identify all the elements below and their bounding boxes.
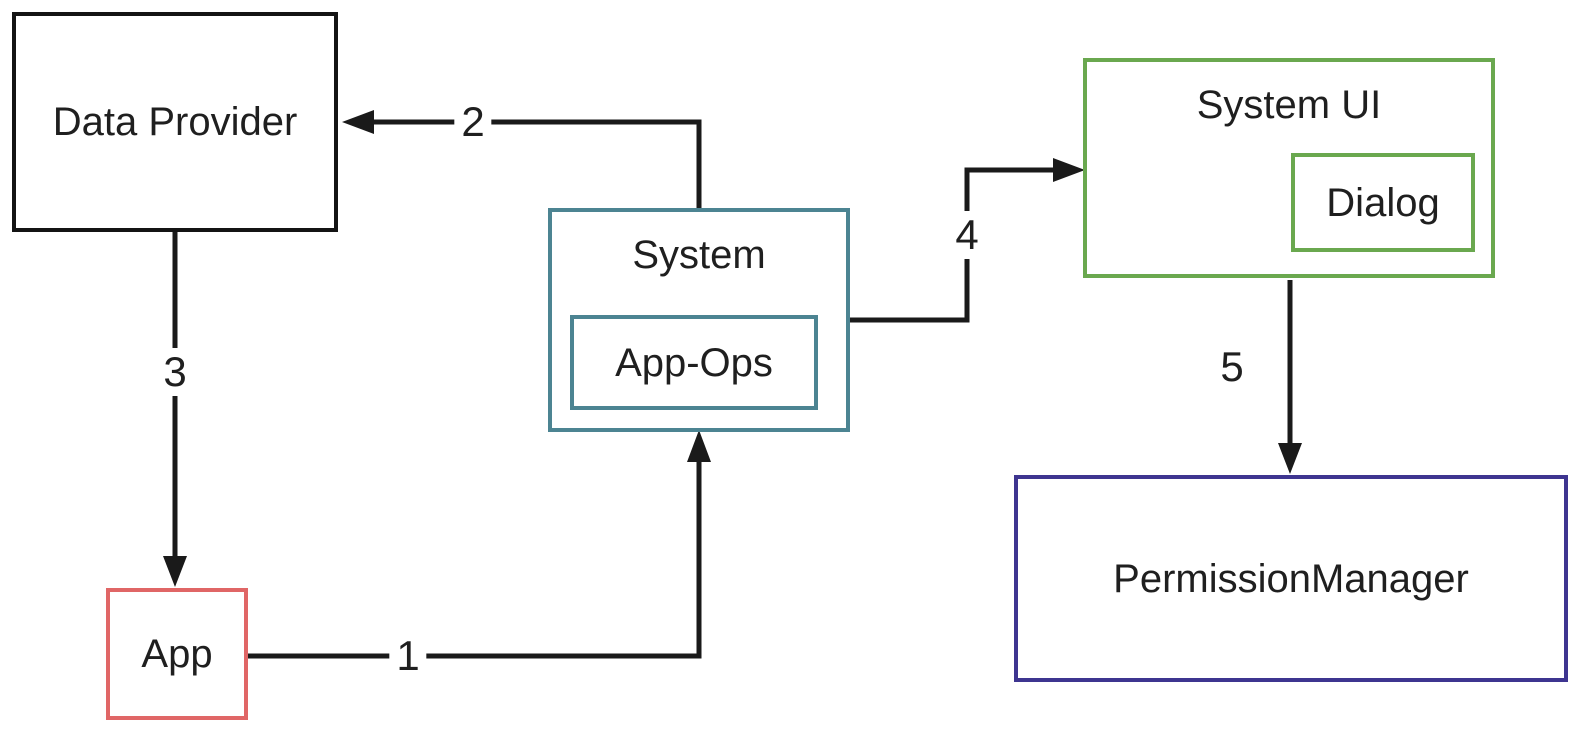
- edge-label-step2: 2: [454, 98, 492, 146]
- arrow-step5: [1278, 280, 1302, 474]
- node-data-provider: Data Provider: [12, 12, 338, 232]
- edge-label-step3: 3: [156, 348, 194, 396]
- node-permission-manager: PermissionManager: [1014, 475, 1568, 682]
- node-app-ops: App-Ops: [570, 315, 818, 410]
- arrow-step2: [342, 110, 702, 208]
- node-system-label: System: [632, 233, 766, 277]
- node-system: System App-Ops: [548, 208, 850, 432]
- arrow-step1: [248, 430, 711, 659]
- node-dialog: Dialog: [1291, 153, 1475, 252]
- node-system-ui-label: System UI: [1196, 83, 1382, 127]
- edge-label-step1: 1: [389, 632, 427, 680]
- node-system-ui: System UI Dialog: [1083, 58, 1495, 278]
- node-data-provider-label: Data Provider: [52, 100, 298, 144]
- node-dialog-label: Dialog: [1326, 180, 1440, 225]
- node-app-label: App: [141, 632, 213, 676]
- node-permission-manager-label: PermissionManager: [1113, 556, 1469, 601]
- node-app: App: [106, 588, 248, 720]
- edge-label-step4: 4: [948, 211, 986, 259]
- edge-label-step5: 5: [1213, 343, 1251, 391]
- arrow-step3: [163, 232, 187, 587]
- node-app-ops-label: App-Ops: [615, 340, 773, 385]
